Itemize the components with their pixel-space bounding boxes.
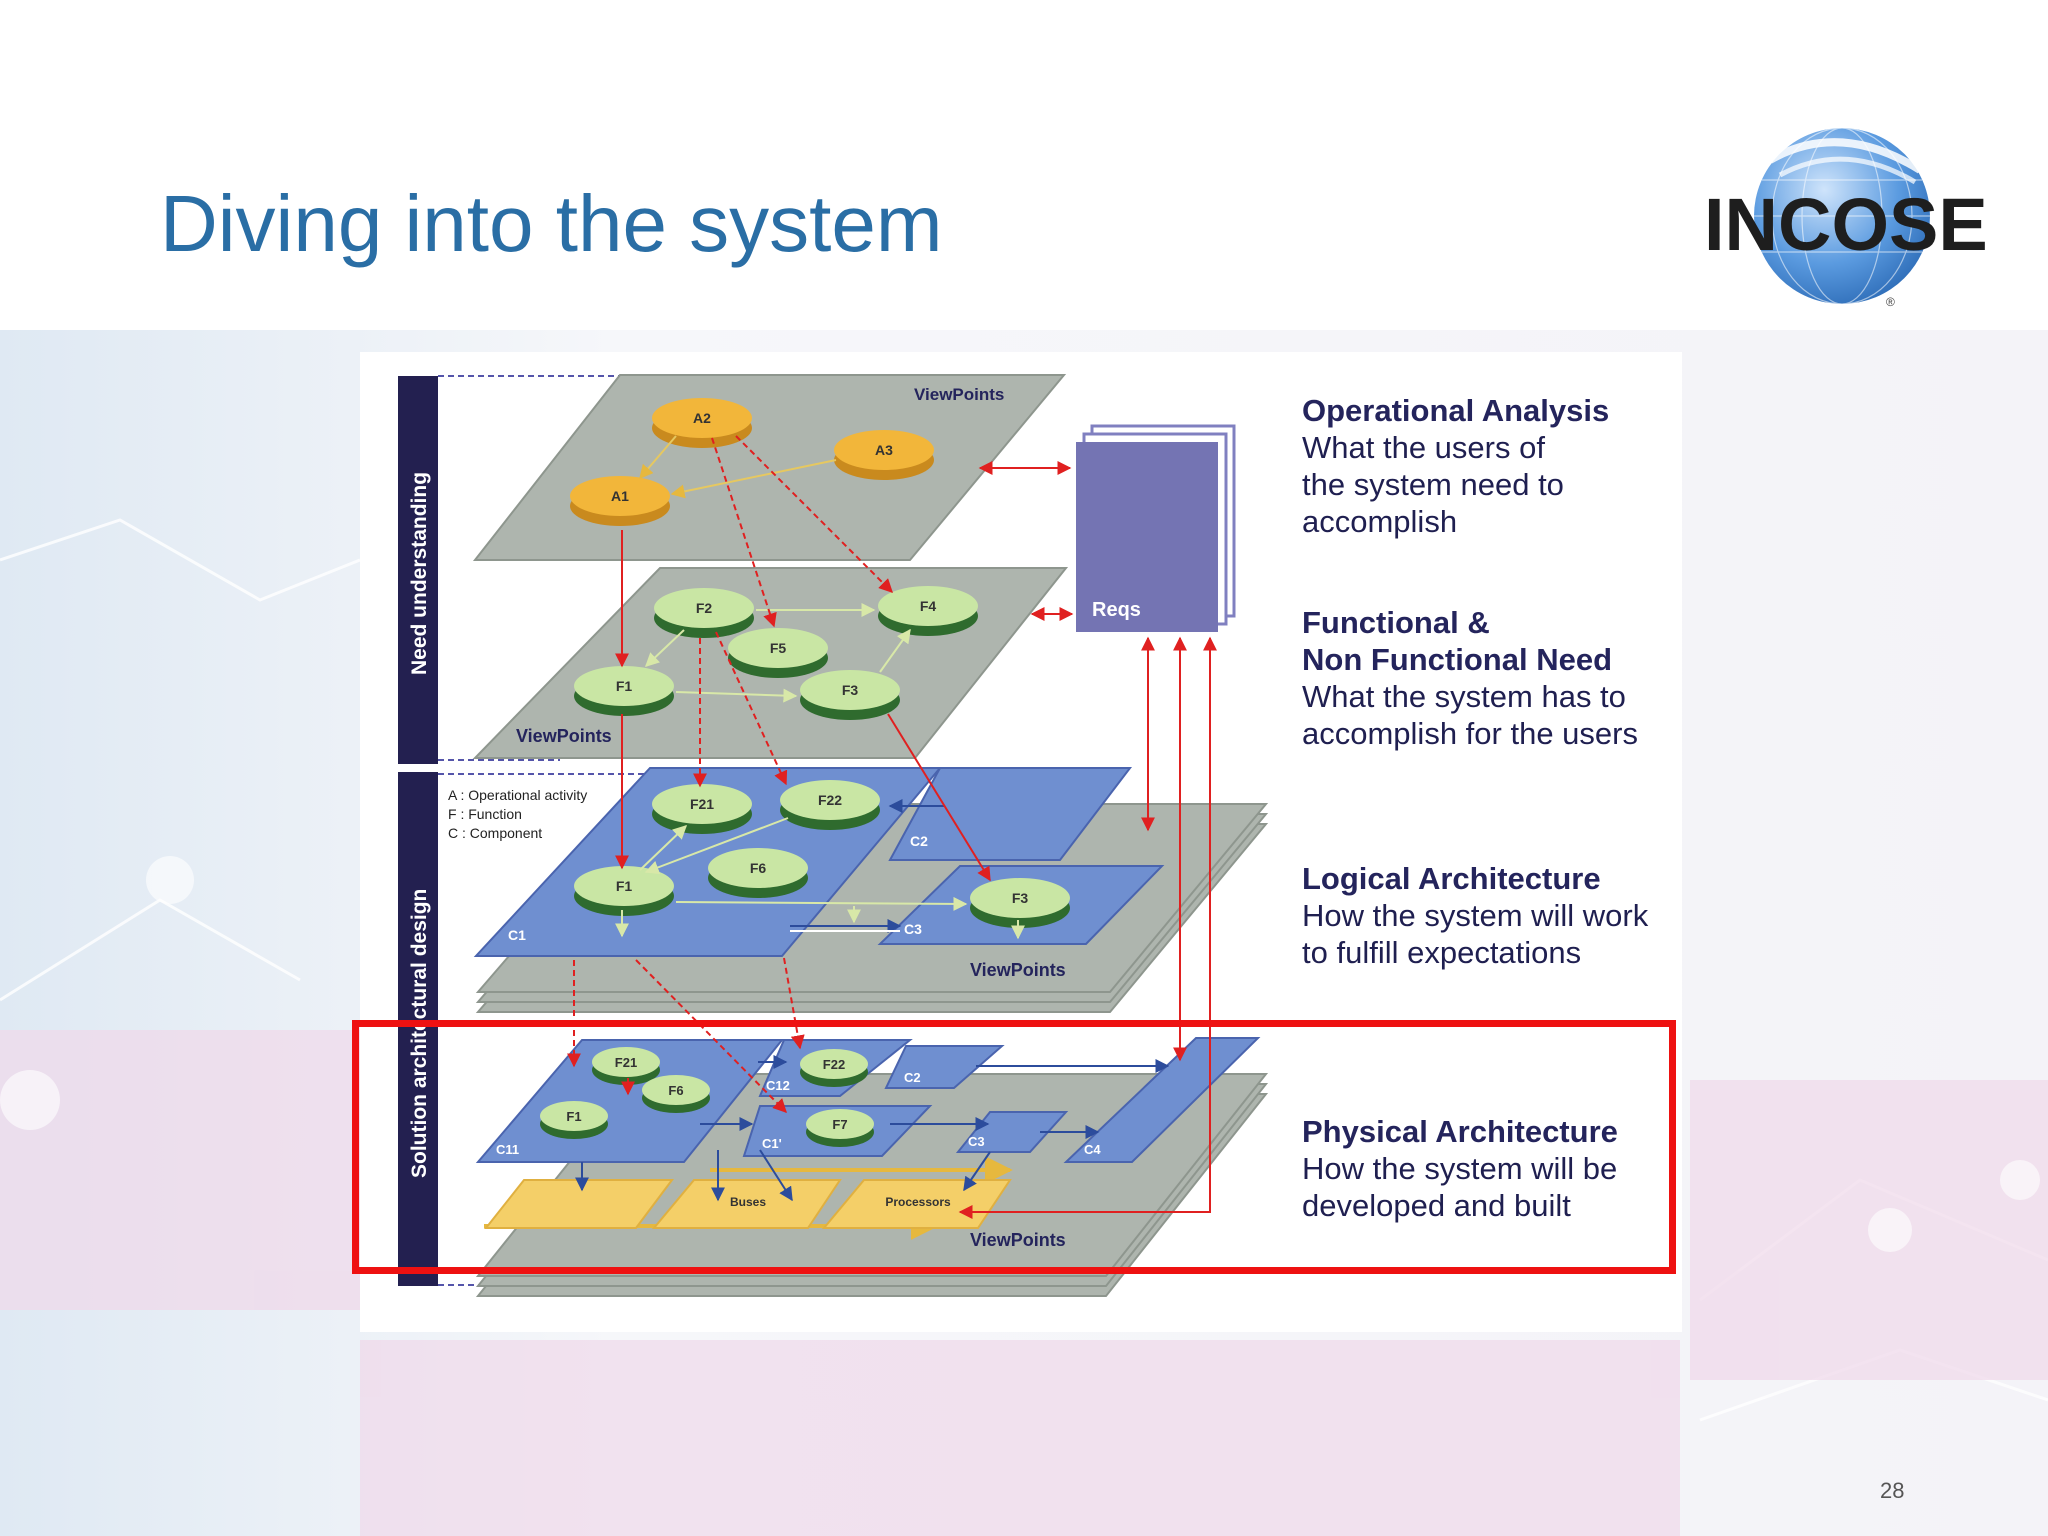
need-understanding-label: Need understanding [408, 472, 431, 675]
svg-text:F3: F3 [1012, 890, 1029, 906]
svg-text:F21: F21 [690, 796, 714, 812]
activity-a1: A1 [570, 476, 670, 526]
logical-function-f21: F21 [652, 784, 752, 834]
physical-function-f7: F7 [806, 1109, 874, 1147]
operational-heading: Operational Analysis [1302, 393, 1610, 428]
logical-function-f6: F6 [708, 848, 808, 898]
svg-text:A2: A2 [693, 410, 711, 426]
legend-a: A : Operational activity [448, 787, 587, 803]
reqs-label: Reqs [1092, 599, 1141, 621]
physical-architecture-highlight [352, 1020, 1676, 1274]
svg-text:F1: F1 [616, 878, 633, 894]
physical-line-1: How the system will be [1302, 1151, 1618, 1186]
legend-f: F : Function [448, 806, 522, 822]
physical-function-f1: F1 [540, 1101, 608, 1139]
logo-text: INCOSE [1704, 183, 1988, 266]
layer-desc-operational: Operational Analysis What the users of t… [1302, 392, 1609, 540]
svg-text:F5: F5 [770, 640, 787, 656]
logical-function-f3: F3 [970, 878, 1070, 928]
component-c12: C12 [766, 1078, 790, 1093]
functional-heading: Functional & [1302, 605, 1490, 640]
svg-text:F3: F3 [842, 682, 859, 698]
function-f2: F2 [654, 588, 754, 638]
physical-line-2: developed and built [1302, 1188, 1571, 1223]
page-number: 28 [1880, 1478, 1905, 1503]
logical-line-2: to fulfill expectations [1302, 935, 1582, 970]
physical-heading: Physical Architecture [1302, 1114, 1618, 1149]
component-c1-prime: C1' [762, 1136, 782, 1151]
side-bar-need: Need understanding [398, 375, 640, 764]
operational-layer: ViewPoints A2 A3 A1 [472, 374, 1067, 561]
logo-registered-mark: ® [1886, 295, 1895, 309]
svg-text:F4: F4 [920, 598, 937, 614]
layer-desc-physical: Physical Architecture How the system wil… [1302, 1113, 1618, 1224]
svg-text:A3: A3 [875, 442, 893, 458]
functional-heading-2: Non Functional Need [1302, 642, 1612, 677]
solution-design-label: Solution architectural design [408, 889, 431, 1178]
operational-line-2: the system need to [1302, 467, 1564, 502]
svg-text:F21: F21 [615, 1055, 637, 1070]
layer-desc-logical: Logical Architecture How the system will… [1302, 860, 1648, 971]
component-c11: C11 [496, 1142, 519, 1157]
operational-line-1: What the users of [1302, 430, 1545, 465]
logical-function-f22: F22 [780, 780, 880, 830]
svg-text:A1: A1 [611, 488, 629, 504]
viewpoints-label-physical: ViewPoints [970, 1230, 1066, 1250]
function-f3: F3 [800, 670, 900, 720]
svg-text:F6: F6 [668, 1083, 683, 1098]
functional-layer: ViewPoints F2 F4 F5 F1 F3 [472, 567, 1069, 759]
legend-c: C : Component [448, 825, 542, 841]
traceability-links [567, 435, 1217, 1219]
functional-line-2: accomplish for the users [1302, 716, 1638, 751]
svg-text:F22: F22 [823, 1057, 845, 1072]
logical-line-1: How the system will work [1302, 898, 1649, 933]
viewpoints-label-logical: ViewPoints [970, 960, 1066, 980]
functional-line-1: What the system has to [1302, 679, 1626, 714]
svg-text:F1: F1 [566, 1109, 581, 1124]
svg-text:F6: F6 [750, 860, 767, 876]
function-f5: F5 [728, 628, 828, 678]
requirements-stack: Reqs [1076, 424, 1236, 632]
component-c3: C3 [904, 921, 922, 937]
physical-function-f21: F21 [592, 1047, 660, 1085]
buses-label: Buses [730, 1195, 766, 1209]
physical-functions: F21 F6 F1 F22 F7 [540, 1047, 874, 1147]
logical-heading: Logical Architecture [1302, 861, 1601, 896]
activity-a2: A2 [652, 398, 752, 448]
component-c2: C2 [910, 833, 928, 849]
legend: A : Operational activity F : Function C … [448, 787, 587, 841]
operational-line-3: accomplish [1302, 504, 1458, 539]
viewpoints-label-operational: ViewPoints [914, 385, 1004, 404]
side-bar-solution: Solution architectural design [398, 772, 660, 1286]
layer-desc-functional: Functional & Non Functional Need What th… [1302, 604, 1638, 752]
svg-text:F22: F22 [818, 792, 842, 808]
activity-a3: A3 [834, 430, 934, 480]
viewpoints-label-functional: ViewPoints [516, 726, 612, 746]
component-c1: C1 [508, 927, 526, 943]
physical-function-f6: F6 [642, 1075, 710, 1113]
logical-functions: F21 F22 F6 F1 F3 [574, 780, 1070, 940]
component-c2-physical: C2 [904, 1070, 921, 1085]
slide-title: Diving into the system [160, 179, 943, 268]
function-f4: F4 [878, 586, 978, 636]
svg-text:F1: F1 [616, 678, 633, 694]
processors-label: Processors [885, 1195, 951, 1209]
function-f1: F1 [574, 666, 674, 716]
svg-text:F7: F7 [832, 1117, 847, 1132]
physical-function-f22: F22 [800, 1049, 868, 1087]
logical-function-f1: F1 [574, 866, 674, 916]
incose-logo: INCOSE ® [1704, 127, 1988, 309]
svg-text:F2: F2 [696, 600, 713, 616]
